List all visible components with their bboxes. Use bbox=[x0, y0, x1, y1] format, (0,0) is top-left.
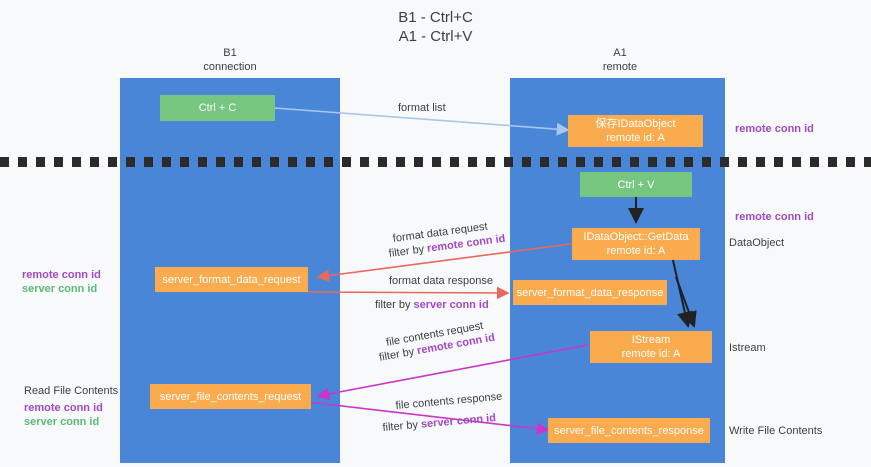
edge-label-format-data-response: format data response bbox=[389, 275, 493, 287]
edge-label-format-data-response-filter-key: server conn id bbox=[413, 299, 489, 311]
edge-label-file-contents-response-filter-prefix: filter by bbox=[382, 418, 422, 434]
edge-label-format-data-response-filter: filter by server conn id bbox=[375, 298, 489, 313]
column-header-b1: B1 connection bbox=[120, 46, 340, 74]
diagram-title-line-1: B1 - Ctrl+C bbox=[398, 9, 473, 26]
right-label-write-file-contents: Write File Contents bbox=[729, 425, 823, 437]
column-header-b1-name: B1 bbox=[223, 47, 237, 59]
node-ctrl-v-label: Ctrl + V bbox=[617, 178, 655, 191]
edge-label-format-list: format list bbox=[398, 102, 446, 114]
edge-label-format-data-response-filter-prefix: filter by bbox=[375, 299, 414, 311]
edge-label-file-contents-response-filter: filter by server conn id bbox=[382, 411, 497, 436]
node-server-format-data-response[interactable]: server_format_data_response bbox=[513, 280, 667, 305]
left-label-server-conn-id-mid: server conn id bbox=[22, 283, 98, 295]
left-label-remote-conn-id-bottom: remote conn id bbox=[24, 402, 103, 414]
node-istream-title: IStream bbox=[631, 334, 671, 346]
edge-label-file-contents-request-filter-prefix: filter by bbox=[378, 345, 419, 364]
right-label-istream: Istream bbox=[729, 342, 766, 354]
node-idataobject-getdata-subtitle: remote id: A bbox=[606, 245, 666, 257]
right-label-dataobject: DataObject bbox=[729, 237, 785, 249]
column-header-a1: A1 remote bbox=[510, 46, 730, 74]
node-idataobject-getdata-title: IDataObject::GetData bbox=[583, 231, 689, 243]
left-label-remote-conn-id-mid: remote conn id bbox=[22, 269, 101, 281]
right-label-remote-conn-id-mid: remote conn id bbox=[735, 211, 814, 223]
node-server-file-contents-response-label: server_file_contents_response bbox=[554, 424, 704, 437]
node-server-file-contents-request[interactable]: server_file_contents_request bbox=[150, 384, 311, 409]
left-label-read-file-contents: Read File Contents bbox=[24, 385, 119, 397]
node-ctrl-v[interactable]: Ctrl + V bbox=[580, 172, 692, 197]
node-server-format-data-request-label: server_format_data_request bbox=[162, 273, 301, 286]
edge-label-format-data-request-filter-prefix: filter by bbox=[388, 242, 428, 260]
node-idataobject-subtitle: remote id: A bbox=[606, 132, 665, 144]
column-header-b1-sub: connection bbox=[203, 61, 257, 73]
node-istream[interactable]: IStream remote id: A bbox=[590, 331, 712, 363]
edge-label-file-contents-response-filter-key: server conn id bbox=[420, 412, 497, 431]
node-istream-subtitle: remote id: A bbox=[621, 348, 681, 360]
phase-divider bbox=[0, 157, 871, 167]
column-header-a1-name: A1 bbox=[613, 47, 627, 59]
node-server-file-contents-request-label: server_file_contents_request bbox=[159, 390, 302, 403]
node-ctrl-c[interactable]: Ctrl + C bbox=[160, 95, 275, 121]
node-server-file-contents-response[interactable]: server_file_contents_response bbox=[548, 418, 710, 443]
diagram-title-line-2: A1 - Ctrl+V bbox=[398, 28, 473, 45]
node-idataobject-getdata[interactable]: IDataObject::GetData remote id: A bbox=[572, 228, 700, 260]
column-header-a1-sub: remote bbox=[602, 61, 638, 73]
edge-label-file-contents-response: file contents response bbox=[395, 390, 503, 412]
node-idataobject-title: 保存IDataObject bbox=[595, 118, 676, 130]
right-label-remote-conn-id-top: remote conn id bbox=[735, 123, 814, 135]
node-ctrl-c-label: Ctrl + C bbox=[198, 102, 237, 114]
node-server-format-data-request[interactable]: server_format_data_request bbox=[155, 267, 308, 292]
left-label-server-conn-id-bottom: server conn id bbox=[24, 416, 100, 428]
node-idataobject[interactable]: 保存IDataObject remote id: A bbox=[568, 115, 703, 147]
node-server-format-data-response-label: server_format_data_response bbox=[516, 286, 664, 299]
